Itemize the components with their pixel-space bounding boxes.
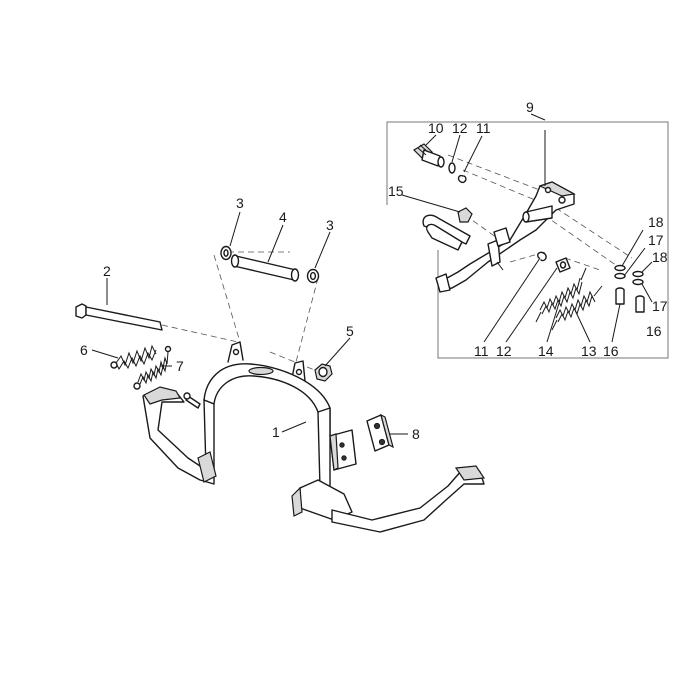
callout-10: 10 bbox=[428, 120, 444, 136]
callout-18-top: 18 bbox=[648, 214, 664, 230]
callout-12-top: 12 bbox=[452, 120, 468, 136]
callout-4: 4 bbox=[279, 209, 287, 225]
washer-part-12-lower bbox=[555, 257, 571, 273]
washer-part-3-right bbox=[306, 268, 320, 284]
spring-part-13 bbox=[551, 285, 603, 331]
callout-11-bottom: 11 bbox=[474, 343, 489, 359]
callout-17-bottom: 17 bbox=[652, 298, 668, 314]
callout-14: 14 bbox=[538, 343, 554, 359]
callout-17-top: 17 bbox=[648, 232, 664, 248]
washer-part-3-left bbox=[220, 245, 232, 261]
bumper-part-15 bbox=[457, 207, 473, 223]
bracket-part-8 bbox=[366, 413, 394, 452]
callout-3-right: 3 bbox=[326, 217, 334, 233]
callout-5: 5 bbox=[346, 323, 354, 339]
bolt-part-16-right bbox=[635, 295, 645, 313]
pivot-pin-part-10 bbox=[413, 143, 445, 168]
spring-part-7 bbox=[133, 345, 172, 390]
callout-6: 6 bbox=[80, 342, 88, 358]
center-stand-part-1 bbox=[142, 341, 486, 533]
washers-part-17-18 bbox=[614, 264, 644, 286]
washer-part-12-top bbox=[448, 162, 456, 174]
callout-16-right: 16 bbox=[646, 323, 662, 339]
callout-8: 8 bbox=[412, 426, 420, 442]
callout-11-top: 11 bbox=[476, 120, 491, 136]
callout-labels: 1 2 3 3 4 5 6 7 8 9 10 12 11 15 11 12 14… bbox=[80, 99, 668, 442]
callout-2: 2 bbox=[103, 263, 111, 279]
callout-15: 15 bbox=[388, 183, 404, 199]
callout-9: 9 bbox=[526, 99, 534, 115]
side-stand-part-9 bbox=[422, 181, 576, 293]
bush-part-5 bbox=[314, 363, 333, 382]
pivot-shaft-part-4 bbox=[230, 254, 300, 282]
bolt-part-16-left bbox=[615, 287, 625, 305]
bolt-part-2 bbox=[75, 303, 163, 331]
callout-16-left: 16 bbox=[603, 343, 619, 359]
callout-3-left: 3 bbox=[236, 195, 244, 211]
callout-7: 7 bbox=[176, 358, 184, 374]
circlip-part-11-top bbox=[457, 174, 467, 184]
callout-1: 1 bbox=[272, 424, 280, 440]
callout-13: 13 bbox=[581, 343, 597, 359]
spring-part-6 bbox=[110, 344, 157, 371]
spring-part-14 bbox=[535, 267, 587, 323]
callout-12-bottom: 12 bbox=[496, 343, 512, 359]
leader-lines bbox=[91, 113, 653, 435]
callout-18-bottom: 18 bbox=[652, 249, 668, 265]
kit-9-frame bbox=[386, 121, 669, 359]
